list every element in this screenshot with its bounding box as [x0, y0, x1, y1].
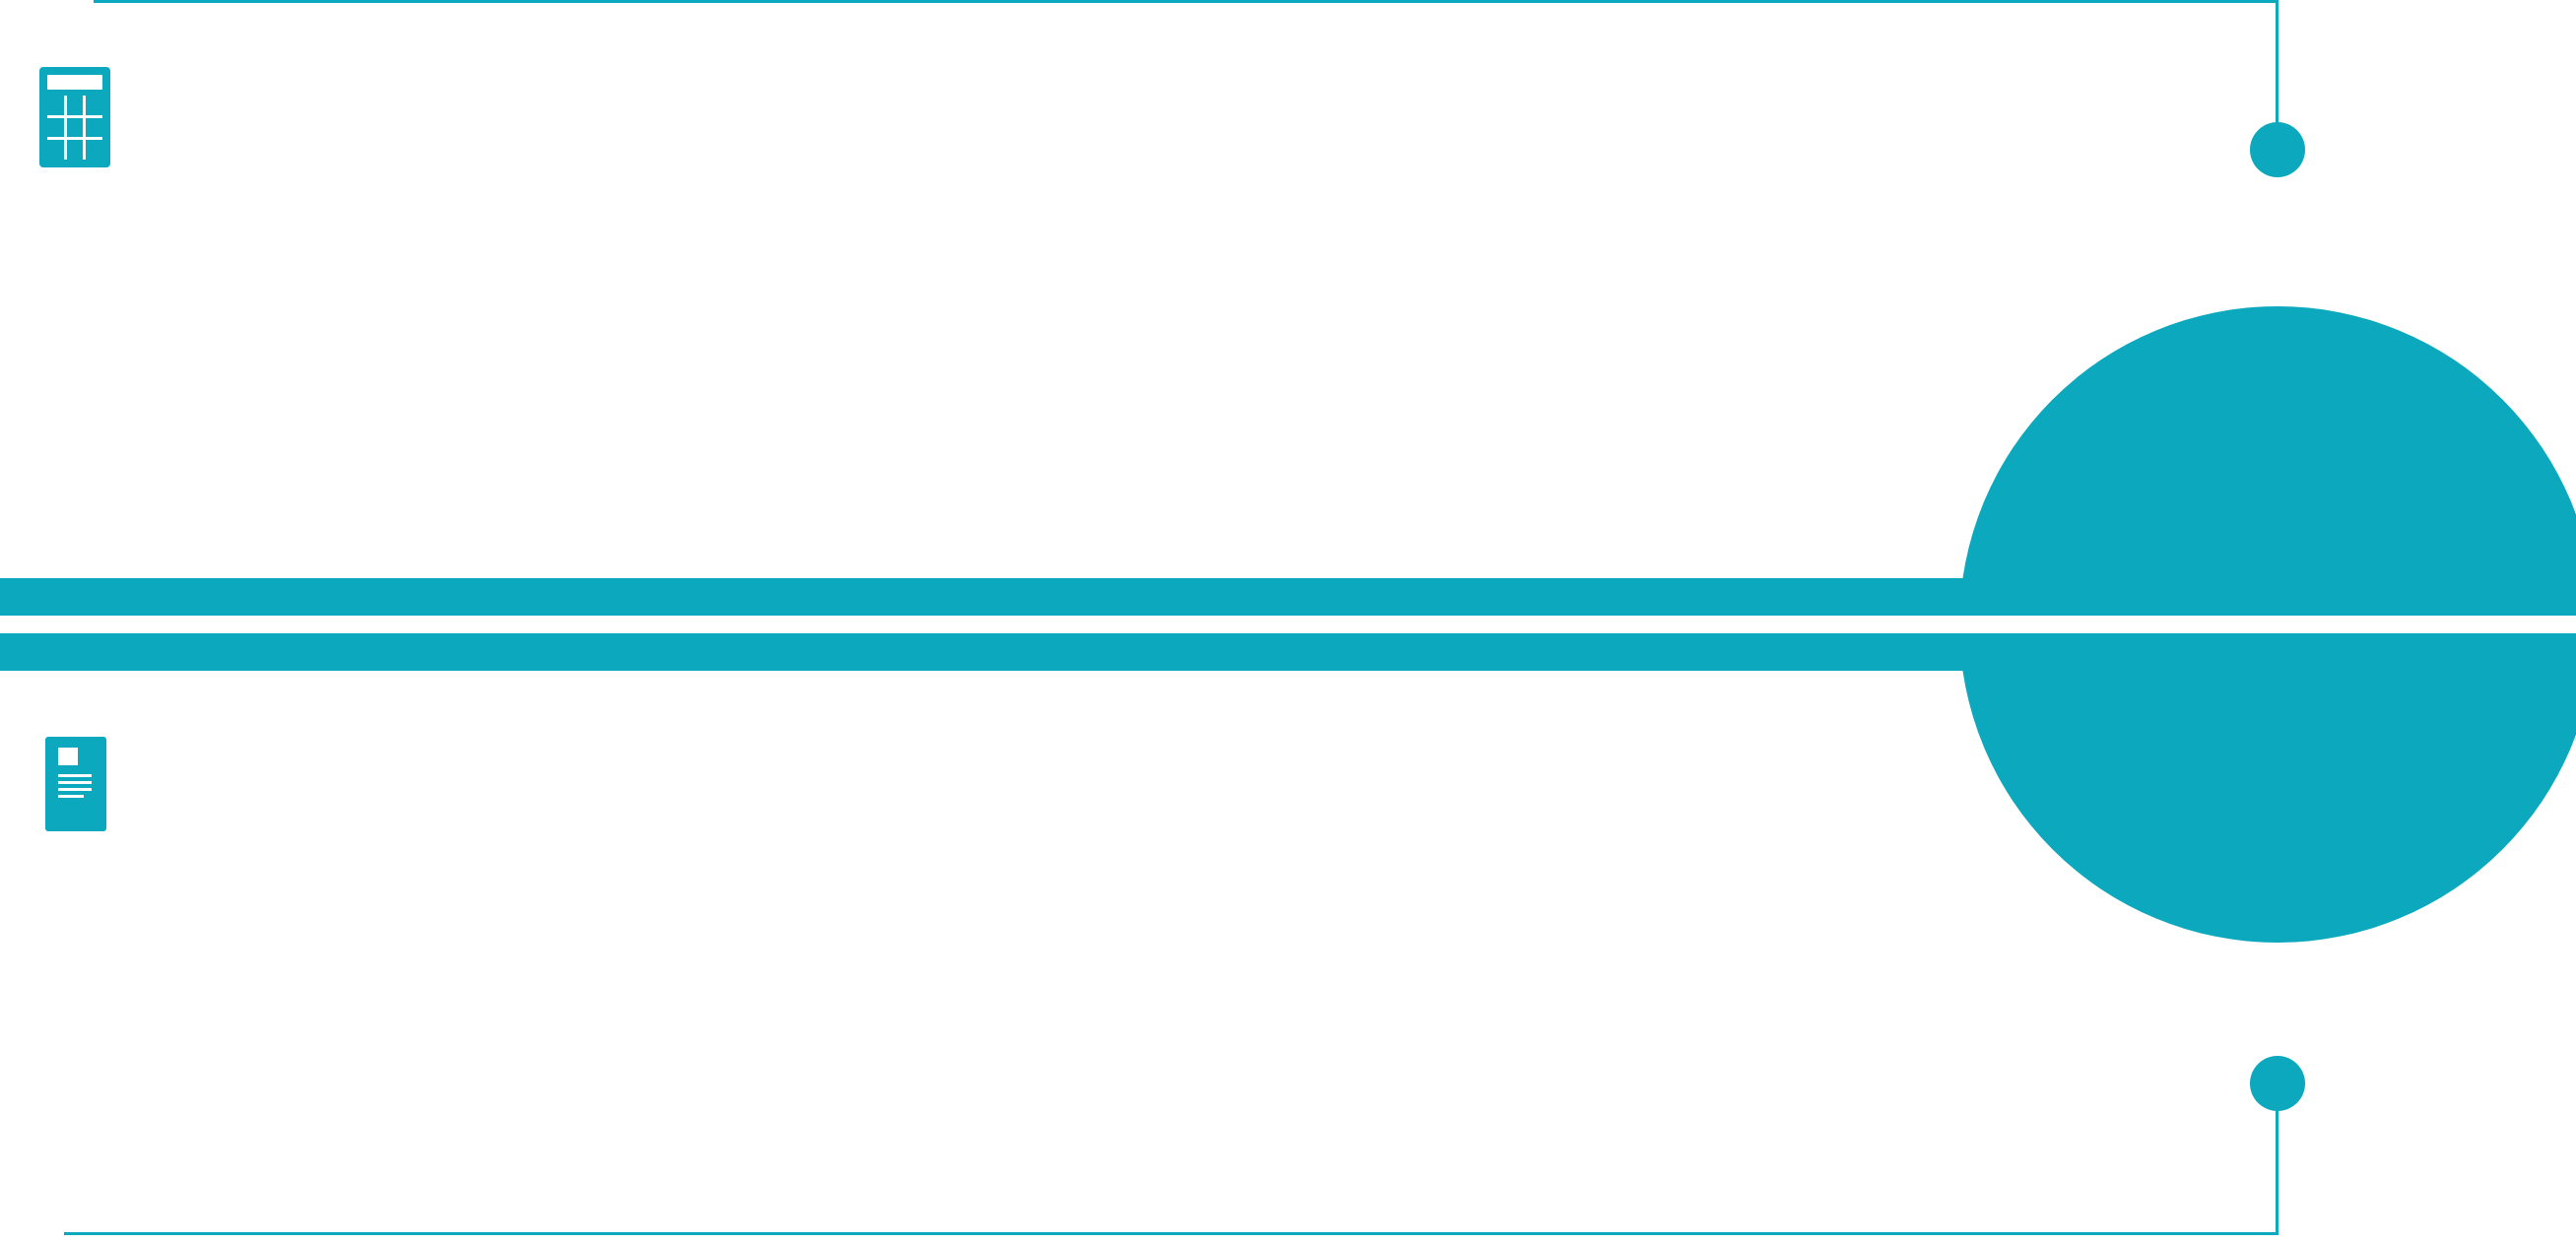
bottom-connector-line: [2276, 1111, 2279, 1235]
calculator-key-shape: [47, 117, 64, 138]
calculator-key-shape: [47, 140, 64, 160]
divider-bar-top: [0, 578, 2278, 616]
top-connector-line: [2276, 0, 2279, 122]
bottom-border-line: [64, 1232, 2279, 1235]
invoice-text-line-shape: [58, 795, 84, 798]
calculator-key-shape: [47, 96, 64, 115]
top-border-line: [94, 0, 2279, 3]
calculator-key-shape: [86, 140, 102, 160]
invoice-text-line-shape: [58, 788, 92, 791]
calculator-icon: [39, 67, 110, 167]
calculator-key-shape: [66, 117, 84, 138]
invoice-image-block-shape: [58, 748, 78, 765]
calculator-key-shape: [66, 96, 84, 115]
calculator-key-shape: [86, 96, 102, 115]
invoice-text-line-shape: [58, 781, 92, 784]
divider-gap: [0, 616, 2576, 633]
invoice-text-line-shape: [58, 774, 92, 777]
calculator-keypad-shape: [47, 96, 102, 160]
divider-bar-bottom: [0, 633, 2278, 671]
calculator-key-shape: [66, 140, 84, 160]
bottom-connector-dot: [2250, 1056, 2305, 1111]
top-connector-dot: [2250, 122, 2305, 177]
calculator-display-shape: [47, 75, 102, 90]
calculator-key-shape: [86, 117, 102, 138]
invoice-icon: [45, 737, 106, 831]
